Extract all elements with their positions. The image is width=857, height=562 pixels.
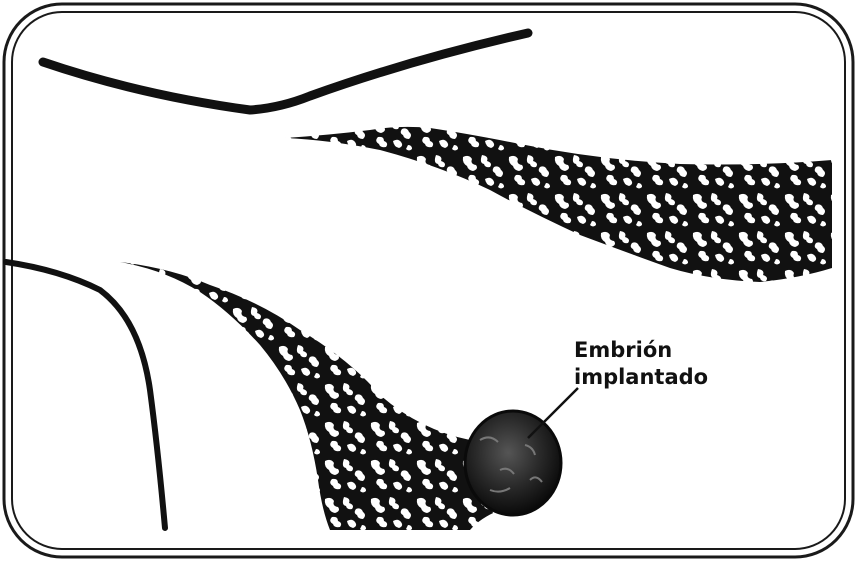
embryo-label-line2: implantado: [574, 365, 708, 389]
implanted-embryo: [465, 411, 561, 515]
embryo-label-line1: Embrión: [574, 338, 672, 362]
